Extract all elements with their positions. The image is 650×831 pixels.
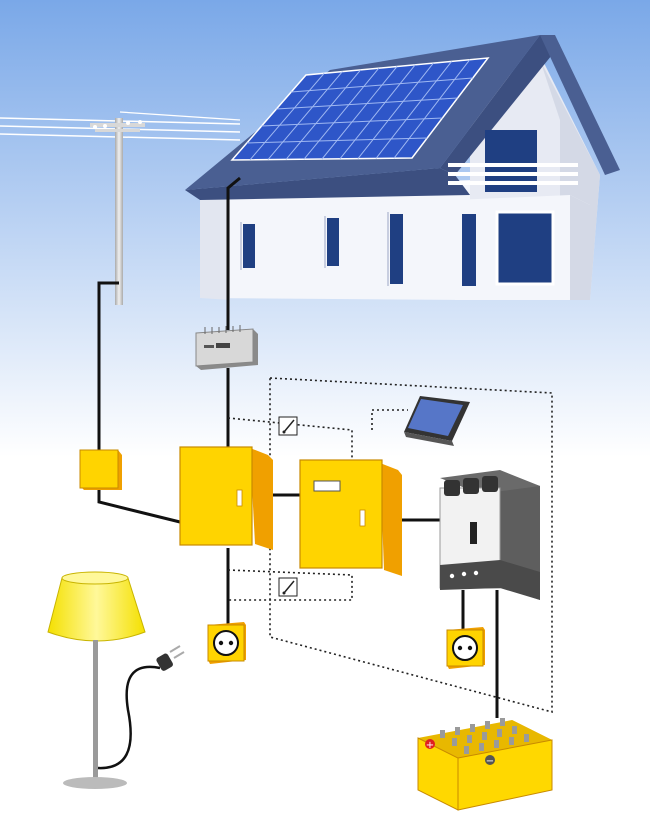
panel-grid-line <box>339 64 416 160</box>
battery-icon: + − <box>417 718 553 811</box>
solar-panel-icon <box>230 57 490 161</box>
meter-box-icon <box>299 459 402 576</box>
panel-grid-line <box>375 61 452 159</box>
wiring <box>97 176 499 718</box>
panel-grid-line <box>393 59 471 159</box>
panel-grid-line <box>261 117 443 127</box>
panel-grid-line <box>276 97 458 110</box>
panel-grid-line <box>249 72 325 161</box>
panel-grid-line <box>285 69 361 160</box>
house-window <box>495 210 555 286</box>
control-wiring <box>227 377 553 714</box>
tablet-icon <box>404 396 470 446</box>
panel-grid-line <box>357 62 434 159</box>
battery-minus-label: − <box>486 756 494 767</box>
panel-grid-line <box>291 77 473 93</box>
charger-icon <box>439 470 540 600</box>
panel-grid-line <box>267 71 343 160</box>
house-window <box>390 214 403 284</box>
battery-plus-label: + <box>426 740 434 751</box>
lamp-icon <box>47 571 185 789</box>
house-window <box>327 218 339 266</box>
house-window <box>462 214 476 286</box>
socket-icon <box>446 627 485 669</box>
house-window <box>243 224 255 268</box>
junction-box-icon <box>79 449 122 490</box>
breaker-switch-icon <box>278 577 298 597</box>
utility-pole-icon <box>0 111 241 305</box>
panel-grid-line <box>321 66 398 160</box>
distribution-box-icon <box>179 446 273 550</box>
panel-grid-line <box>303 67 380 160</box>
panel-grid-line <box>246 137 428 144</box>
breaker-switch-icon <box>278 416 298 436</box>
inverter-icon <box>195 325 258 370</box>
socket-icon <box>207 622 246 664</box>
